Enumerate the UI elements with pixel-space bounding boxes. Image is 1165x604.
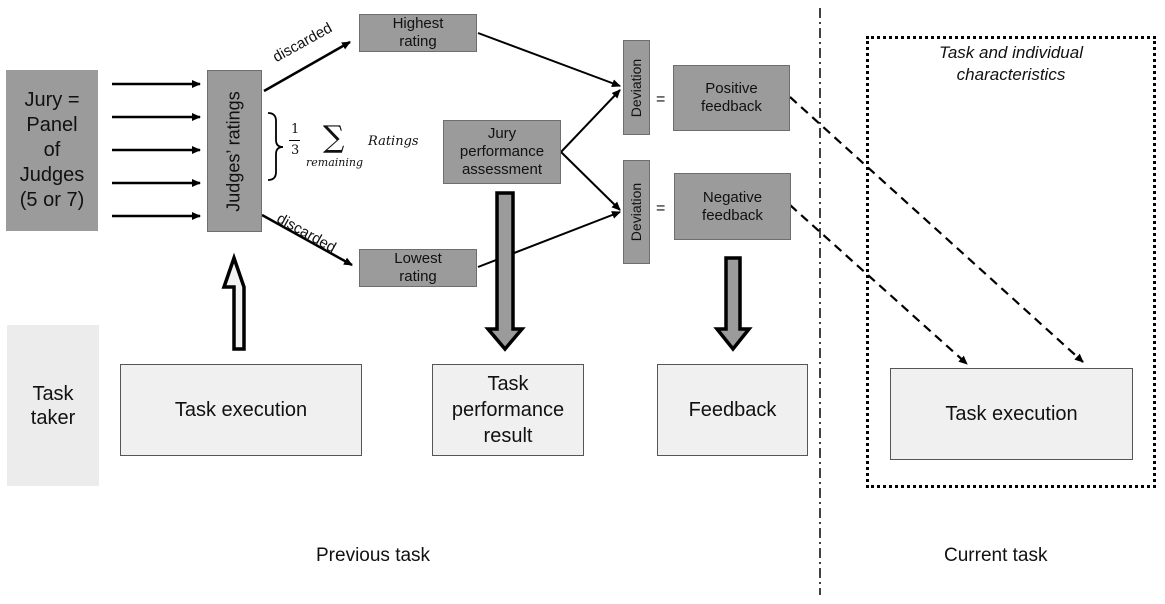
- discarded-top-arrow: [263, 40, 351, 93]
- task-characteristics-label: Task and individual characteristics: [939, 43, 1083, 85]
- jury-to-deviation-top: [560, 89, 621, 153]
- fraction-bar: [289, 140, 300, 141]
- formula-subscript: remaining: [306, 156, 364, 169]
- current-task-label: Current task: [944, 545, 1048, 566]
- sigma-symbol: ∑: [323, 120, 345, 155]
- task-execution-current-box: Task execution: [890, 368, 1133, 460]
- lowest-rating-box: Lowest rating: [359, 249, 477, 287]
- formula-denominator: 3: [291, 143, 300, 158]
- formula-numerator: 1: [291, 122, 300, 137]
- positive-feedback-dashed-arrow: [789, 96, 1084, 363]
- jury-assessment-box: Jury performance assessment: [443, 120, 561, 184]
- deviation-bottom-box: Deviation: [623, 160, 650, 264]
- formula-term: Ratings: [368, 134, 419, 149]
- task-execution-previous-box: Task execution: [120, 364, 362, 456]
- brace: [267, 112, 284, 181]
- task-characteristics-region: [866, 36, 1156, 488]
- task-performance-result-box: Task performance result: [432, 364, 584, 456]
- hollow-up-arrow: [221, 252, 246, 351]
- discarded-bottom-arrow: [261, 213, 353, 267]
- positive-feedback-box: Positive feedback: [673, 65, 790, 131]
- negative-feedback-box: Negative feedback: [674, 173, 791, 240]
- equals-bottom: =: [656, 200, 666, 217]
- feedback-box: Feedback: [657, 364, 808, 456]
- jury-box: Jury = Panel of Judges (5 or 7): [6, 70, 98, 231]
- formula: 1 3 ∑ remaining Ratings: [289, 120, 429, 172]
- judges-ratings-box: Judges’ ratings: [207, 70, 262, 232]
- jury-to-deviation-bottom: [560, 151, 621, 211]
- negative-feedback-dashed-arrow: [789, 204, 968, 365]
- previous-task-label: Previous task: [316, 545, 431, 566]
- deviation-bottom-label: Deviation: [628, 182, 645, 242]
- equals-top: =: [656, 91, 666, 108]
- highest-to-deviation: [477, 32, 621, 87]
- deviation-top-label: Deviation: [628, 58, 645, 117]
- judges-ratings-label: Judges’ ratings: [224, 90, 244, 212]
- deviation-top-box: Deviation: [623, 40, 650, 135]
- highest-rating-box: Highest rating: [359, 14, 477, 52]
- assessment-down-arrow: [484, 191, 526, 352]
- task-taker-box: Task taker: [7, 325, 99, 486]
- feedback-down-arrow: [713, 256, 753, 352]
